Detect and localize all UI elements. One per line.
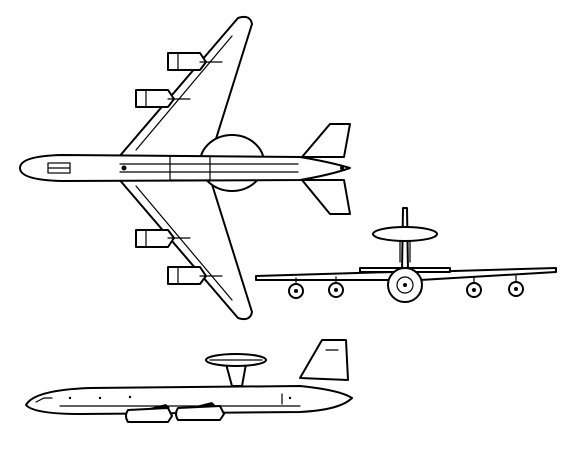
- front-view-engine-3: [466, 276, 482, 298]
- top-view-lower-stabilizer: [301, 179, 351, 215]
- front-view-engine-4: [508, 275, 524, 297]
- front-view-engine-2: [328, 276, 344, 298]
- side-view-engine-1: [125, 407, 173, 423]
- top-view: [19, 15, 351, 321]
- top-view-lower-wing: [117, 177, 253, 321]
- top-view-engine-4: [167, 266, 223, 285]
- side-view-engine-2: [175, 405, 225, 421]
- side-view-tail-fin: [299, 339, 349, 381]
- top-view-fuselage: [19, 154, 351, 182]
- front-view-engine-1: [288, 277, 304, 299]
- top-view-engine-1: [167, 52, 223, 71]
- front-view-radome: [372, 226, 438, 242]
- top-view-engine-3: [135, 229, 191, 248]
- side-view-radome-strut: [225, 363, 247, 387]
- side-view: [25, 339, 353, 423]
- top-view-upper-stabilizer: [301, 123, 351, 158]
- side-view-fuselage: [25, 385, 353, 415]
- front-view: [255, 207, 557, 303]
